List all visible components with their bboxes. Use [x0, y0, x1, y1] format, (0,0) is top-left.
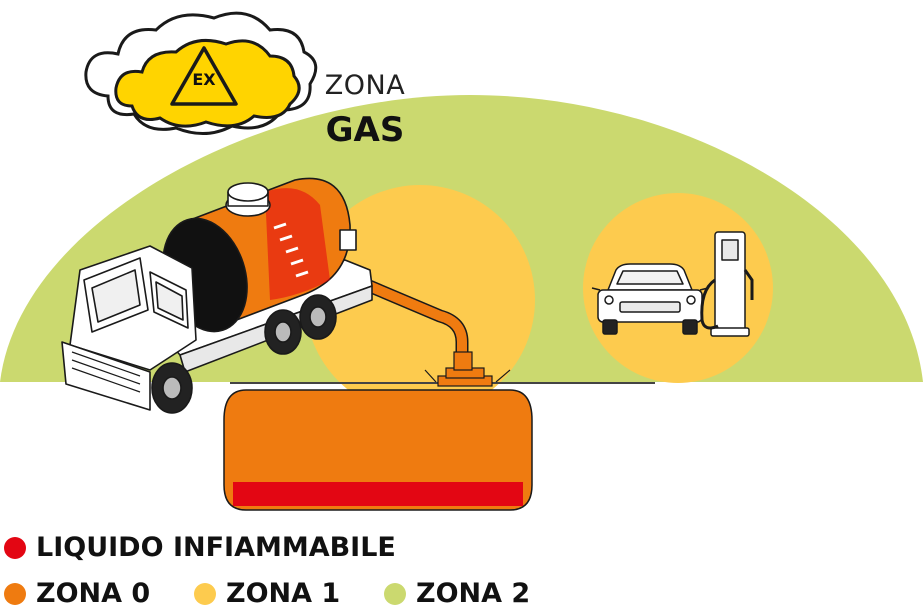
legend-item-zone0: ZONA 0	[4, 578, 150, 609]
legend-item-liquid: LIQUIDO INFIAMMABILE	[4, 532, 396, 563]
legend-label-zone2: ZONA 2	[416, 578, 531, 609]
legend-dot-zone0	[4, 582, 26, 605]
filling-hose	[359, 277, 473, 371]
gas-label: GAS	[325, 110, 405, 150]
zone1-circle-tank	[305, 185, 535, 415]
underground-tank-icon	[223, 367, 533, 511]
fuel-pump-icon	[700, 231, 754, 337]
tanker-truck-icon	[61, 177, 373, 414]
car-icon	[591, 263, 709, 335]
legend-label-liquid: LIQUIDO INFIAMMABILE	[36, 532, 396, 563]
legend-item-zone1: ZONA 1	[194, 578, 340, 609]
legend-dot-zone1	[194, 582, 216, 605]
legend-item-zone2: ZONA 2	[384, 578, 530, 609]
legend-dot-zone2	[384, 582, 406, 605]
zona-label: ZONA	[324, 70, 406, 101]
ex-sign-text: EX	[192, 70, 216, 89]
legend-label-zone0: ZONA 0	[36, 578, 151, 609]
legend-label-zone1: ZONA 1	[226, 578, 341, 609]
legend-dot-liquid	[4, 536, 26, 559]
liquid-level	[233, 482, 523, 506]
ex-cloud-icon	[84, 11, 318, 135]
